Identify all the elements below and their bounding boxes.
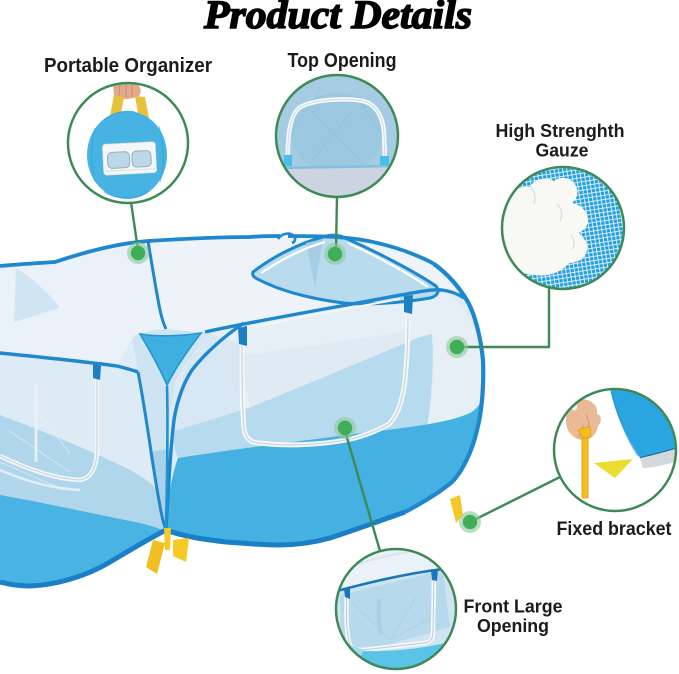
svg-text:High Strenghth: High Strenghth (496, 121, 625, 141)
svg-text:Fixed bracket: Fixed bracket (557, 518, 672, 540)
svg-text:Opening: Opening (477, 616, 549, 636)
svg-text:Portable Organizer: Portable Organizer (44, 55, 212, 77)
svg-text:Top Opening: Top Opening (288, 50, 397, 72)
svg-text:Front Large: Front Large (464, 597, 563, 617)
svg-text:Product Details: Product Details (203, 0, 472, 37)
svg-text:Gauze: Gauze (536, 141, 589, 161)
